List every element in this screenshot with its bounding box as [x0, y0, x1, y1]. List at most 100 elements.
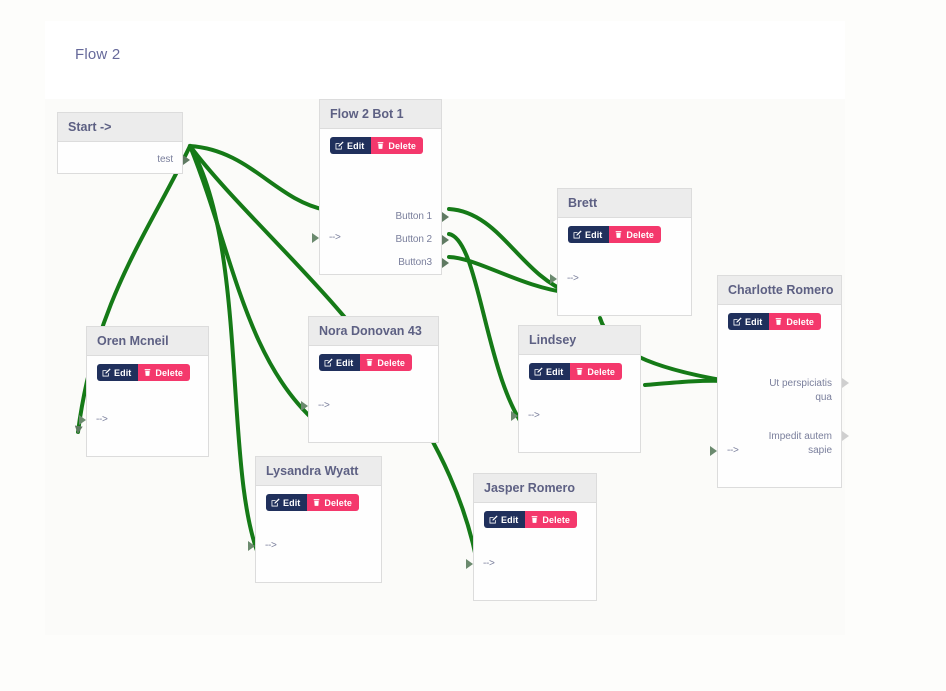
node-title-nora: Nora Donovan 43 [309, 317, 438, 346]
pencil-square-icon [534, 367, 543, 376]
delete-button-label: Delete [587, 366, 616, 377]
edit-button-lysandra[interactable]: Edit [266, 494, 308, 511]
input-nub-flow2bot1-0 [312, 233, 319, 243]
edit-button-nora[interactable]: Edit [319, 354, 361, 371]
delete-button-flow2bot1[interactable]: Delete [371, 137, 424, 154]
node-body-lysandra: Edit Delete --> [248, 486, 381, 583]
pencil-square-icon [335, 141, 344, 150]
edit-button-label: Edit [114, 367, 132, 378]
output-port-start-0[interactable]: test [157, 154, 173, 165]
delete-button-lindsey[interactable]: Delete [570, 363, 623, 380]
trash-icon [614, 230, 623, 239]
input-nub-lysandra-0 [248, 541, 255, 551]
node-actions-oren: Edit Delete [87, 356, 208, 381]
node-start[interactable]: Start -> test [57, 112, 190, 174]
node-body-flow2bot1: Edit Delete --> Button 1 Button 2 Button3 [312, 129, 449, 275]
input-nub-jasper-0 [466, 559, 473, 569]
delete-button-label: Delete [324, 497, 353, 508]
delete-button-lysandra[interactable]: Delete [307, 494, 360, 511]
delete-button-nora[interactable]: Delete [360, 354, 413, 371]
node-body-start: test [58, 142, 190, 174]
input-nub-lindsey-0 [511, 411, 518, 421]
trash-icon [365, 358, 374, 367]
delete-button-label: Delete [786, 316, 815, 327]
node-title-flow2bot1: Flow 2 Bot 1 [320, 100, 441, 129]
delete-button-oren[interactable]: Delete [138, 364, 191, 381]
node-title-oren: Oren Mcneil [87, 327, 208, 356]
input-port-jasper-0[interactable]: --> [483, 558, 495, 569]
input-port-oren-0[interactable]: --> [96, 414, 108, 425]
node-actions-charlotte: Edit Delete [718, 305, 841, 330]
input-nub-oren-0 [79, 415, 86, 425]
input-port-brett-0[interactable]: --> [567, 273, 579, 284]
edit-button-flow2bot1[interactable]: Edit [330, 137, 372, 154]
node-actions-brett: Edit Delete [558, 218, 691, 243]
edit-button-label: Edit [585, 229, 603, 240]
output-port-charlotte-0[interactable]: Ut perspiciatis qua [769, 378, 832, 403]
pencil-square-icon [733, 317, 742, 326]
pencil-square-icon [324, 358, 333, 367]
node-body-jasper: Edit Delete --> [466, 503, 596, 601]
output-nub-flow2bot1-1 [442, 235, 449, 245]
node-title-lindsey: Lindsey [519, 326, 640, 355]
trash-icon [312, 498, 321, 507]
node-body-brett: Edit Delete --> [550, 218, 691, 316]
delete-button-label: Delete [377, 357, 406, 368]
output-nub-charlotte-0 [842, 378, 849, 388]
output-port-flow2bot1-2[interactable]: Button3 [398, 257, 432, 268]
edit-button-oren[interactable]: Edit [97, 364, 139, 381]
output-nub-flow2bot1-0 [442, 212, 449, 222]
node-actions-flow2bot1: Edit Delete [320, 129, 441, 154]
trash-icon [575, 367, 584, 376]
delete-button-brett[interactable]: Delete [609, 226, 662, 243]
output-port-flow2bot1-1[interactable]: Button 2 [395, 234, 433, 245]
node-title-start: Start -> [58, 113, 182, 142]
node-body-lindsey: Edit Delete --> [511, 355, 640, 453]
pencil-square-icon [102, 368, 111, 377]
input-port-lysandra-0[interactable]: --> [265, 540, 277, 551]
node-actions-lysandra: Edit Delete [256, 486, 381, 511]
edit-button-lindsey[interactable]: Edit [529, 363, 571, 380]
input-port-lindsey-0[interactable]: --> [528, 410, 540, 421]
delete-button-charlotte[interactable]: Delete [769, 313, 822, 330]
flow-header-card: Flow 2 [45, 21, 845, 99]
edit-button-jasper[interactable]: Edit [484, 511, 526, 528]
input-port-charlotte-0[interactable]: --> [727, 445, 739, 456]
output-port-charlotte-1[interactable]: Impedit autem sapie [768, 431, 832, 456]
input-nub-charlotte-0 [710, 446, 717, 456]
trash-icon [530, 515, 539, 524]
node-nora[interactable]: Nora Donovan 43 Edit Delete --> [301, 316, 439, 443]
node-title-brett: Brett [558, 189, 691, 218]
input-nub-brett-0 [550, 274, 557, 284]
edit-button-brett[interactable]: Edit [568, 226, 610, 243]
node-title-jasper: Jasper Romero [474, 474, 596, 503]
pencil-square-icon [573, 230, 582, 239]
output-port-flow2bot1-0[interactable]: Button 1 [395, 211, 433, 222]
delete-button-label: Delete [388, 140, 417, 151]
delete-button-label: Delete [542, 514, 571, 525]
input-nub-nora-0 [301, 401, 308, 411]
node-title-lysandra: Lysandra Wyatt [256, 457, 381, 486]
node-actions-jasper: Edit Delete [474, 503, 596, 528]
delete-button-jasper[interactable]: Delete [525, 511, 578, 528]
input-port-flow2bot1-0[interactable]: --> [329, 232, 341, 243]
output-nub-flow2bot1-2 [442, 258, 449, 268]
page-title: Flow 2 [75, 46, 121, 63]
trash-icon [376, 141, 385, 150]
pencil-square-icon [489, 515, 498, 524]
node-flow2bot1[interactable]: Flow 2 Bot 1 Edit Delete --> Button 1 Button … [312, 99, 449, 275]
pencil-square-icon [271, 498, 280, 507]
edit-button-charlotte[interactable]: Edit [728, 313, 770, 330]
node-actions-lindsey: Edit Delete [519, 355, 640, 380]
edit-button-label: Edit [546, 366, 564, 377]
delete-button-label: Delete [155, 367, 184, 378]
input-port-nora-0[interactable]: --> [318, 400, 330, 411]
edit-button-label: Edit [336, 357, 354, 368]
